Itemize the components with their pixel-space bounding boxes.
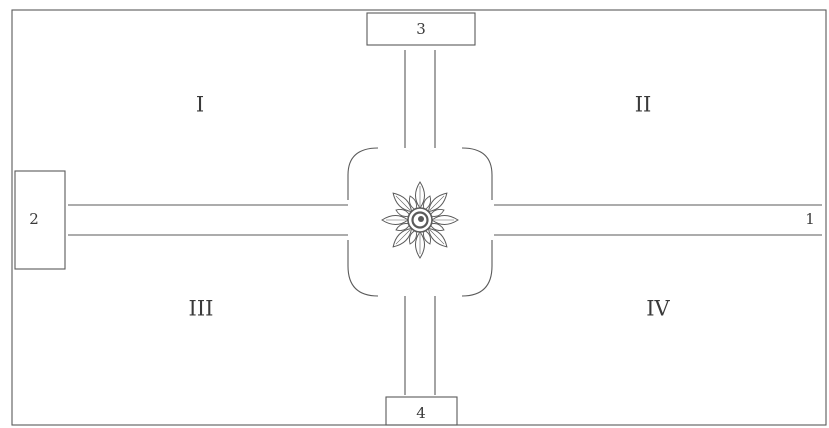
gate-label-left: 2 — [29, 210, 39, 228]
plaza-corner-se — [462, 240, 492, 296]
plaza-corner-sw — [348, 240, 378, 296]
flower-rosette-icon — [382, 182, 458, 258]
gate-box-left — [15, 171, 65, 269]
quadrant-label-2: II — [635, 93, 652, 117]
quadrant-label-1: I — [196, 93, 204, 117]
plaza-corner-ne — [462, 148, 492, 200]
quadrant-label-4: IV — [646, 297, 670, 321]
gate-label-top: 3 — [416, 20, 426, 38]
plaza-corner-nw — [348, 148, 378, 200]
quadrant-label-3: III — [189, 297, 214, 321]
gate-label-right: 1 — [805, 210, 815, 228]
gate-label-bottom: 4 — [416, 404, 426, 422]
